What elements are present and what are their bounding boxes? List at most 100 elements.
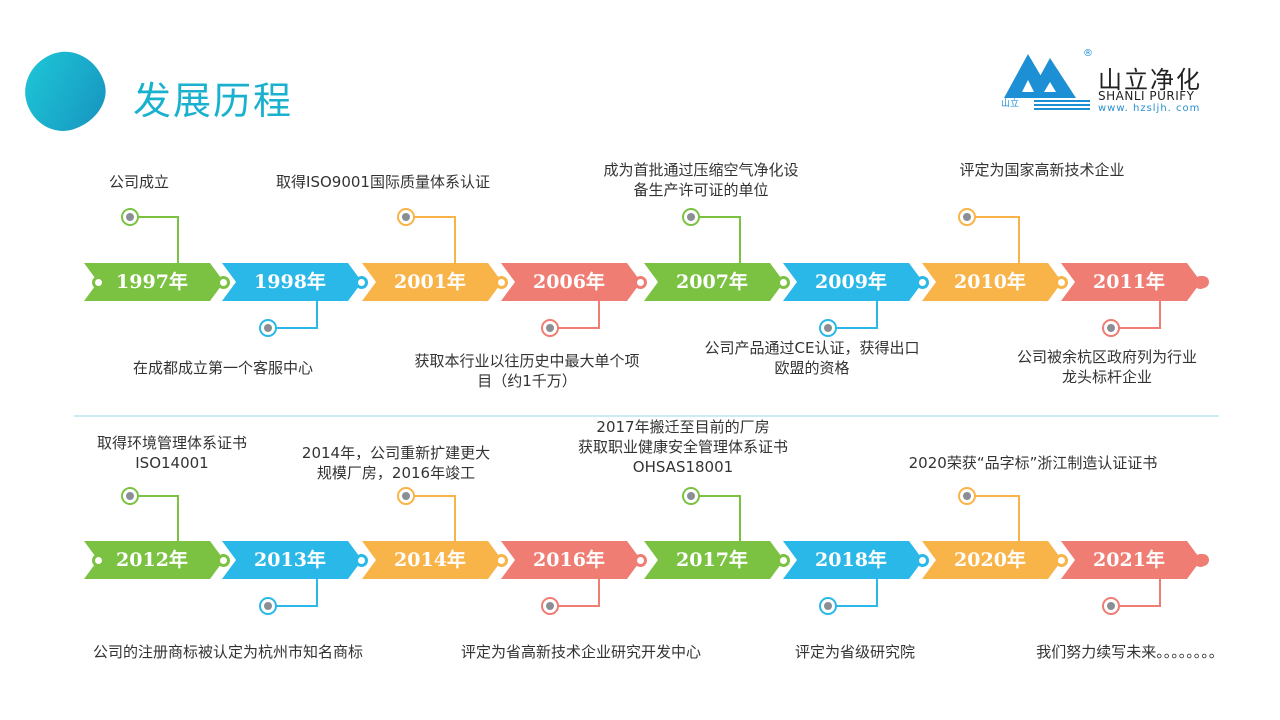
year-chevron (84, 541, 224, 579)
decorative-blob (14, 41, 116, 141)
row-divider (74, 415, 1219, 417)
year-chevron (362, 541, 502, 579)
milestone-marker (819, 597, 837, 615)
connector-line (876, 301, 878, 328)
joint-dot (634, 553, 647, 567)
event-line: OHSAS18001 (632, 458, 734, 476)
connector-line (1111, 605, 1161, 607)
connector-line (828, 605, 878, 607)
event-text-top: 评定为国家高新技术企业 (892, 160, 1192, 180)
event-line: 我们努力续写未来。。。。。。。。 (1036, 643, 1224, 661)
joint-dot (217, 553, 230, 567)
event-line: 在成都成立第一个客服中心 (132, 359, 313, 377)
connector-line (316, 579, 318, 606)
milestone-marker (1102, 319, 1120, 337)
connector-line (177, 216, 179, 263)
connector-line (1159, 301, 1161, 328)
year-label: 2011年 (1093, 271, 1165, 293)
joint-dot (495, 553, 508, 567)
milestone-marker (259, 319, 277, 337)
event-text-bottom: 公司被余杭区政府列为行业龙头标杆企业 (937, 347, 1277, 387)
year-label: 2006年 (533, 271, 605, 293)
event-text-top: 公司成立 (0, 172, 289, 192)
connector-line (130, 495, 177, 497)
connector-line (1018, 495, 1020, 541)
connector-line (967, 495, 1018, 497)
year-label: 2014年 (394, 549, 466, 571)
event-line: 获取本行业以往历史中最大单个项 (414, 352, 640, 370)
connector-line (454, 216, 456, 263)
connector-line (598, 579, 600, 606)
milestone-marker (259, 597, 277, 615)
connector-line (550, 605, 600, 607)
joint-dot (916, 553, 929, 567)
connector-line (268, 605, 318, 607)
joint-dot (1055, 275, 1068, 289)
year-chevron (222, 541, 362, 579)
event-line: 目（约1千万） (477, 372, 577, 390)
event-line: 获取职业健康安全管理体系证书 (577, 438, 788, 456)
joint-dot (916, 275, 929, 289)
connector-line (550, 327, 600, 329)
milestone-marker (682, 208, 700, 226)
year-chevron (84, 263, 224, 301)
logo-name-en: SHANLI PURIFY (1098, 89, 1195, 103)
joint-dot (495, 275, 508, 289)
event-line: 公司成立 (108, 173, 169, 191)
logo-mini-text: 山立 (1001, 99, 1020, 109)
connector-line (268, 327, 318, 329)
year-label: 1998年 (254, 271, 326, 293)
event-line: 备生产许可证的单位 (633, 181, 769, 199)
milestone-marker (1102, 597, 1120, 615)
event-text-bottom: 获取本行业以往历史中最大单个项目（约1千万） (357, 351, 697, 391)
event-text-top: 成为首批通过压缩空气净化设备生产许可证的单位 (551, 160, 851, 200)
year-chevron (922, 541, 1062, 579)
event-line: 公司被余杭区政府列为行业 (1016, 348, 1197, 366)
event-text-top: 2014年，公司重新扩建更大规模厂房，2016年竣工 (246, 443, 546, 483)
event-line: 公司产品通过CE认证，获得出口 (704, 339, 920, 357)
year-label: 2020年 (954, 549, 1026, 571)
logo-url: www. hzsljh. com (1098, 103, 1201, 114)
event-line: 规模厂房，2016年竣工 (316, 464, 476, 482)
joint-dot (634, 275, 647, 289)
year-label: 2010年 (954, 271, 1026, 293)
page-title: 发展历程 (133, 79, 294, 123)
connector-line (967, 216, 1018, 218)
event-line: 欧盟的资格 (774, 359, 850, 377)
year-label: 2007年 (676, 271, 748, 293)
year-label: 2012年 (116, 549, 188, 571)
year-chevron (783, 263, 923, 301)
registered-mark: ® (1083, 48, 1093, 59)
year-label: 2017年 (676, 549, 748, 571)
connector-line (691, 216, 739, 218)
milestone-marker (682, 487, 700, 505)
year-chevron (1061, 541, 1201, 579)
connector-line (876, 579, 878, 606)
end-cap (1197, 554, 1209, 566)
logo-name-cn: 山立净化 (1098, 66, 1202, 94)
start-dot (92, 553, 105, 567)
year-label: 2016年 (533, 549, 605, 571)
event-line: 成为首批通过压缩空气净化设 (603, 161, 799, 179)
connector-line (130, 216, 177, 218)
company-logo: ® 山立 山立净化 SHANLI PURIFY www. hzsljh. com (998, 48, 1218, 116)
milestone-marker (397, 487, 415, 505)
connector-line (316, 301, 318, 328)
year-chevron (1061, 263, 1201, 301)
event-text-bottom: 评定为省级研究院 (685, 642, 1025, 662)
year-chevron (644, 541, 784, 579)
connector-line (454, 495, 456, 541)
start-dot (92, 275, 105, 289)
year-chevron (222, 263, 362, 301)
event-line: 2014年，公司重新扩建更大 (301, 444, 491, 462)
connector-line (739, 495, 741, 541)
joint-dot (777, 275, 790, 289)
year-label: 2018年 (815, 549, 887, 571)
connector-line (598, 301, 600, 328)
connector-line (177, 495, 179, 541)
milestone-marker (121, 208, 139, 226)
milestone-marker (541, 319, 559, 337)
event-text-bottom: 我们努力续写未来。。。。。。。。 (960, 642, 1280, 662)
event-line: 评定为国家高新技术企业 (959, 161, 1125, 179)
